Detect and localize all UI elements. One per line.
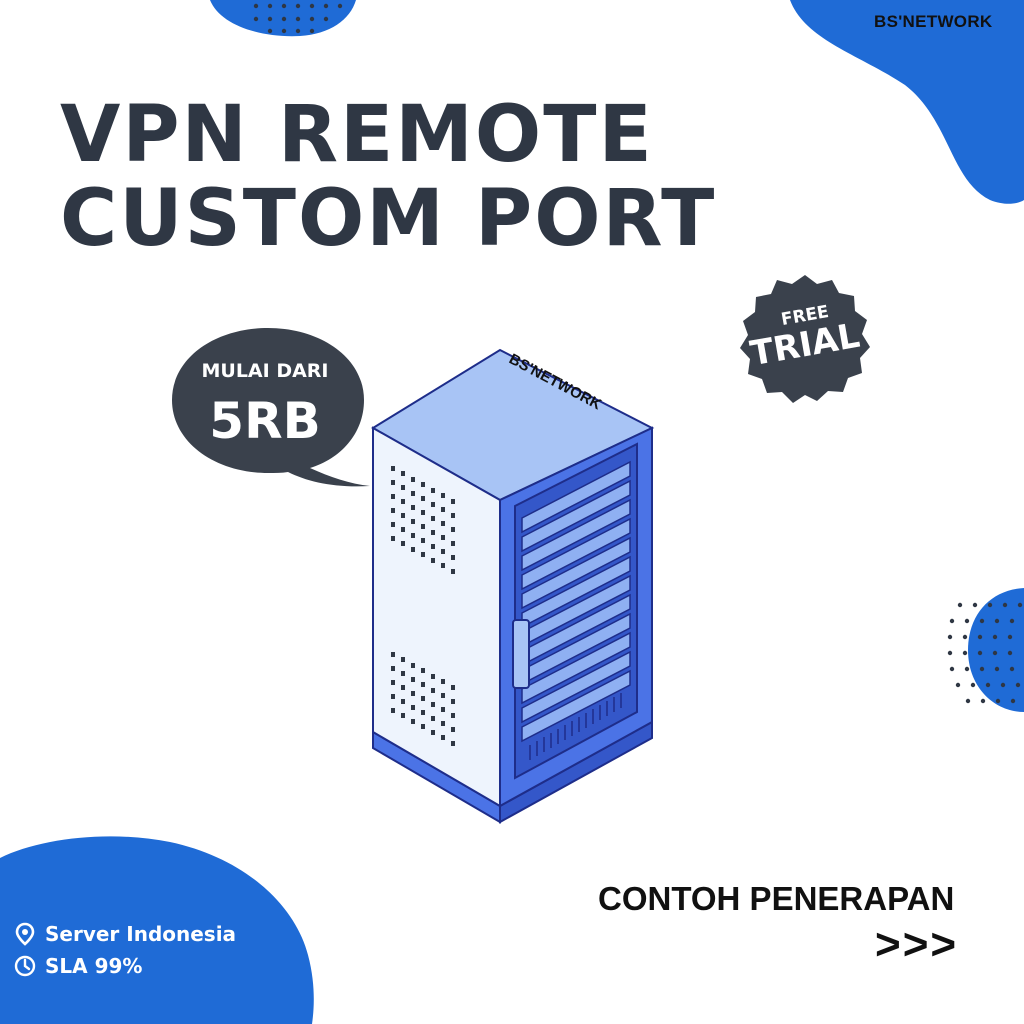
feature-server-location: Server Indonesia: [14, 922, 236, 946]
feature-sla: SLA 99%: [14, 954, 142, 978]
free-trial-badge: [740, 275, 870, 403]
location-pin-icon: [15, 922, 35, 946]
dot-pattern-right: [947, 602, 1023, 704]
dot-pattern-top: [253, 3, 343, 34]
blob-bottom-left: [0, 836, 314, 1024]
side-vent-bottom: [391, 652, 455, 746]
side-vent-top: [391, 466, 455, 574]
headline-line-2: CUSTOM PORT: [60, 174, 717, 264]
feature-sla-text: SLA 99%: [45, 954, 143, 978]
server-rack-illustration: BS'NETWORK: [371, 348, 655, 824]
blob-top-right: [790, 0, 1024, 204]
headline-line-1: VPN REMOTE: [60, 90, 654, 180]
brand-name: BS'NETWORK: [874, 12, 993, 31]
price-bubble-label: MULAI DARI: [201, 360, 329, 382]
price-bubble: [172, 328, 370, 487]
price-bubble-value: 5RB: [209, 392, 321, 450]
cta-arrows[interactable]: >>>: [875, 920, 959, 969]
front-vent: [529, 693, 622, 760]
clock-icon: [14, 955, 36, 977]
feature-server-location-text: Server Indonesia: [45, 922, 237, 946]
server-units: [521, 460, 631, 743]
cta-text[interactable]: CONTOH PENERAPAN: [598, 880, 955, 917]
door-handle: [512, 619, 530, 689]
